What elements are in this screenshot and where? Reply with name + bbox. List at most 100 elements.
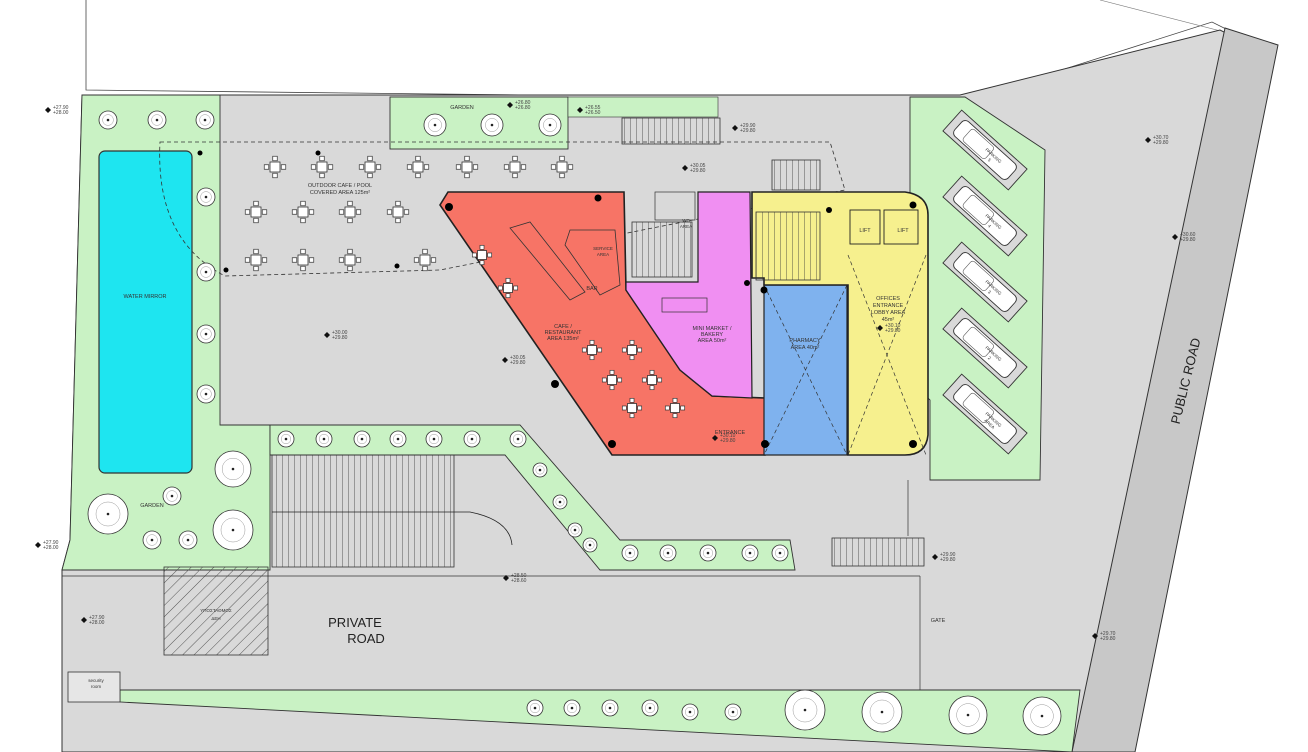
level-top: +28.50 [511,573,527,579]
tree [538,113,562,137]
security-room [67,671,121,703]
pharmacy-diag-2 [763,284,848,456]
wc-area-label: AREA [680,224,692,229]
level-bottom: +28.60 [511,578,527,584]
level-marker: +29.70+29.80 [1092,631,1116,642]
tree [784,689,826,731]
level-top: +30.10 [720,433,736,439]
level-top: +27.90 [53,105,69,111]
car-icon [953,186,1017,246]
level-bottom: +28.00 [53,110,69,116]
level-bottom: +26.80 [515,105,531,111]
level-bottom: +26.50 [585,110,601,116]
level-top: +27.90 [43,540,59,546]
cafe-label-2: RESTAURANT [545,330,583,336]
trees [87,110,1062,736]
level-bottom: +29.80 [1153,140,1169,146]
tree [699,544,717,562]
level-top: +30.70 [1153,135,1169,141]
table-set [358,155,382,179]
level-bottom: +29.80 [885,328,901,334]
level-top: +30.00 [332,330,348,336]
tree [532,462,548,478]
water-mirror-label: WATER MIRROR [123,294,166,300]
office-entry-stairs [771,159,821,191]
tree [214,450,252,488]
level-top: +30.05 [690,163,706,169]
table-set [310,155,334,179]
tree [98,110,118,130]
car-icon [953,120,1017,180]
ramp-arrow [272,511,513,546]
car-icon [953,252,1017,312]
tree [1022,696,1062,736]
level-top: +30.05 [510,355,526,361]
level-marker: +29.90+29.80 [732,123,756,134]
level-bottom: +29.80 [332,335,348,341]
parking-number: 3 [987,289,993,295]
gate-label: GATE [931,618,946,624]
level-top: +26.80 [515,100,531,106]
tree [196,384,216,404]
garden-top [389,96,569,150]
level-marker: +26.55+26.50 [577,105,601,116]
transformer-station [163,566,269,656]
level-bottom: +28.00 [43,545,59,551]
office-diag-2 [847,254,927,456]
market-counter [661,297,708,313]
car-icon [953,384,1017,444]
service-label-1: SERVICE [593,246,613,251]
tree [353,430,371,448]
table-set [455,155,479,179]
table-set [413,248,437,272]
tree [659,544,677,562]
tree [724,703,742,721]
private-road-label-2: ROAD [347,631,385,646]
office-stairs [755,211,821,281]
stairs-right [831,537,925,567]
level-marker: +30.10+29.80 [712,433,736,444]
market-label-3: AREA 50m² [698,338,727,344]
tree [509,430,527,448]
tree [212,509,254,551]
level-top: +29.90 [740,123,756,129]
parking-number: 4 [987,223,993,229]
tree [948,695,988,735]
entrance-label: ENTRANCE [715,430,746,436]
table-set [406,155,430,179]
parking-bays: PARKING5PARKING4PARKING3PARKING2PARKINGA… [942,109,1028,455]
offices-label-4: 45m² [882,317,895,323]
level-marker: +27.90+28.00 [81,615,105,626]
lift-label-1: LIFT [859,228,871,234]
ramp-stairs [271,454,455,568]
level-bottom: +29.80 [1100,636,1116,642]
garden-top-label: GARDEN [450,105,474,111]
private-road-label-1: PRIVATE [328,615,382,630]
outdoor-label-2: COVERED AREA 125m² [310,190,370,196]
transformer-label-2: ΔΕΗ [211,616,220,621]
table-set [338,248,362,272]
table-set [621,339,643,361]
cafe-label-1: CAFE / [554,324,572,330]
level-top: +27.90 [89,615,105,621]
level-marker: +28.50+28.60 [503,573,527,584]
table-set [581,339,603,361]
table-set [291,200,315,224]
level-top: +30.10 [885,323,901,329]
market-label-1: MINI MARKET / [692,326,731,332]
level-marker: +26.80+26.80 [507,100,531,111]
level-marker: +27.90+28.00 [35,540,59,551]
table-set [621,397,643,419]
table-set [641,369,663,391]
pharmacy-label-2: AREA 40m² [791,345,820,351]
level-bottom: +29.80 [690,168,706,174]
service-label-2: AREA [597,252,609,257]
security-label-2: room [91,684,102,689]
tree [87,493,129,535]
table-set [471,244,493,266]
level-marker: +30.60+29.80 [1172,232,1196,243]
tree [621,544,639,562]
